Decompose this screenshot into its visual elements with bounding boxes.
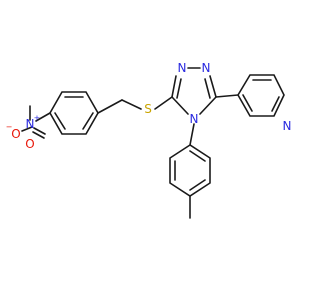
bond-ring-ch2 [97, 99, 123, 114]
bond-n-o-double-b [32, 131, 45, 139]
oxygen-charge: − [6, 123, 13, 132]
bond-n4-tolyl [189, 123, 195, 146]
tolyl-double-2 [189, 150, 206, 162]
nitrogen-charge: + [34, 114, 41, 123]
pyridine-ring [237, 74, 285, 117]
bond-triazole-pyridine [215, 94, 239, 98]
nitrophenyl-ring [49, 91, 99, 135]
triazole-c3-n2 [171, 75, 177, 98]
tolyl-double-3 [189, 179, 206, 191]
nitrophenyl-double-3 [54, 112, 66, 130]
bond-ch2-s [121, 99, 142, 110]
triazole-nitrogen-4-label: N [190, 112, 199, 126]
bond-n-o-double-a [33, 127, 46, 135]
pyridine-double-3 [271, 96, 280, 112]
triazole-c5-n4 [199, 96, 217, 115]
triazole-n1-c5 [209, 75, 217, 98]
triazole-nitrogen-1-label: N [178, 61, 187, 75]
oxygen-minus-label: O [11, 127, 20, 141]
bond-s-triazole [154, 96, 173, 110]
triazole-nitrogen-2-label: N [202, 61, 211, 75]
triazole-n1-c5-double [204, 78, 211, 99]
pyridine-nitrogen-label: N [283, 119, 292, 133]
triazole-c3-n2-double [176, 78, 182, 99]
tolyl-ring [169, 144, 211, 197]
nitro-nitrogen-label: N [26, 117, 35, 131]
molecule-structure: O − N + O S N N N N [0, 61, 292, 219]
nitro-oxygen-label: O [25, 137, 34, 151]
sulfur-label: S [144, 102, 152, 116]
bond-n-ring [35, 112, 51, 122]
nitrophenyl-double-2 [82, 112, 94, 130]
triazole-n4-c3 [171, 96, 189, 115]
pyridine-double-2 [242, 94, 253, 112]
bond-n-o2 [21, 126, 33, 132]
atom-labels: O − N + O S N N N N [0, 61, 291, 151]
bonds [21, 67, 285, 219]
